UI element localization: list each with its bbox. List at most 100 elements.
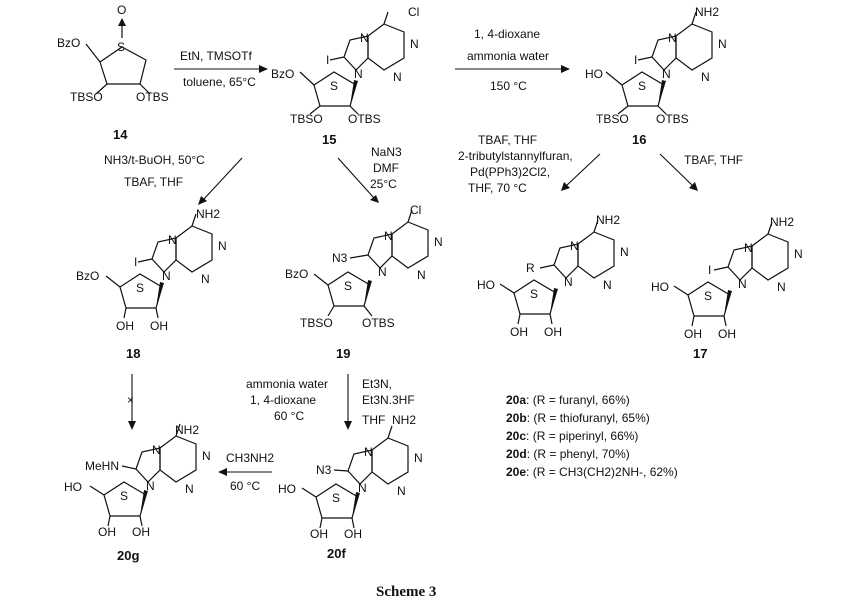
- condition-text: 25°C: [370, 177, 397, 191]
- n7-atom: N: [668, 31, 677, 45]
- n1-atom: N: [218, 239, 227, 253]
- azido-group: N3: [332, 251, 348, 265]
- n9-atom: N: [738, 277, 747, 291]
- arrow-19-to-20f: ammonia water 1, 4-dioxane 60 °C Et3N, E…: [246, 374, 415, 430]
- ho-label: HO: [651, 280, 669, 294]
- n1-atom: N: [414, 451, 423, 465]
- n1-atom: N: [202, 449, 211, 463]
- r-substituent: R: [526, 261, 535, 275]
- azido-group: N3: [316, 463, 332, 477]
- condition-text: NH3/t-BuOH, 50°C: [104, 153, 205, 167]
- n3-atom: N: [417, 268, 426, 282]
- compound-14: O S BzO TBSO OTBS 14: [57, 3, 169, 142]
- amino-group: NH2: [175, 423, 199, 437]
- chloro-atom: Cl: [408, 5, 419, 19]
- condition-text: 60 °C: [274, 409, 304, 423]
- derivative-entry: 20c: (R = piperinyl, 66%): [506, 429, 638, 443]
- sulfur-atom: S: [120, 489, 128, 503]
- blocked-arrow-18-to-20g: ×: [127, 374, 136, 430]
- compound-16: NH2 N N N N I S HO TBSO OTBS 16: [585, 5, 727, 147]
- n3-atom: N: [701, 70, 710, 84]
- amino-group: NH2: [770, 215, 794, 229]
- n3-atom: N: [201, 272, 210, 286]
- sulfur-atom: S: [330, 79, 338, 93]
- derivative-description: : (R = thiofuranyl, 65%): [527, 411, 650, 425]
- arrow-15-to-16: 1, 4-dioxane ammonia water 150 °C: [455, 27, 570, 93]
- derivative-description: : (R = furanyl, 66%): [526, 393, 630, 407]
- blocked-mark: ×: [127, 393, 134, 407]
- amino-group: NH2: [196, 207, 220, 221]
- n3-atom: N: [397, 484, 406, 498]
- otbs-label: OTBS: [136, 90, 169, 104]
- ho-label: HO: [477, 278, 495, 292]
- tbso-label: TBSO: [300, 316, 333, 330]
- n1-atom: N: [794, 247, 803, 261]
- n9-atom: N: [162, 269, 171, 283]
- compound-number: 15: [322, 132, 336, 147]
- scheme-caption: Scheme 3: [376, 584, 436, 600]
- iodo-atom: I: [134, 255, 137, 269]
- arrow-16-to-20a-e: TBAF, THF 2-tributylstannylfuran, Pd(PPh…: [458, 133, 601, 195]
- sulfur-atom: S: [704, 289, 712, 303]
- n3-atom: N: [603, 278, 612, 292]
- amino-group: NH2: [392, 413, 416, 427]
- n7-atom: N: [360, 31, 369, 45]
- sulfur-atom: S: [530, 287, 538, 301]
- derivative-description: : (R = CH3(CH2)2NH-, 62%): [526, 465, 678, 479]
- n7-atom: N: [168, 233, 177, 247]
- condition-text: Et3N,: [362, 377, 392, 391]
- condition-text: CH3NH2: [226, 451, 274, 465]
- condition-text: ammonia water: [467, 49, 549, 63]
- condition-text: TBAF, THF: [124, 175, 183, 189]
- derivative-entry: 20d: (R = phenyl, 70%): [506, 447, 630, 461]
- iodo-atom: I: [326, 53, 329, 67]
- condition-text: Et3N.3HF: [362, 393, 415, 407]
- condition-text: 2-tributylstannylfuran,: [458, 149, 573, 163]
- oh-label: OH: [116, 319, 134, 333]
- condition-text: 1, 4-dioxane: [474, 27, 540, 41]
- oh-label: OH: [718, 327, 736, 341]
- sulfur-atom: S: [638, 79, 646, 93]
- condition-text: TBAF, THF: [478, 133, 537, 147]
- iodo-atom: I: [634, 53, 637, 67]
- n7-atom: N: [744, 241, 753, 255]
- arrow-14-to-15: EtN, TMSOTf toluene, 65°C: [174, 49, 268, 89]
- oh-label: OH: [132, 525, 150, 539]
- otbs-label: OTBS: [362, 316, 395, 330]
- n1-atom: N: [410, 37, 419, 51]
- n1-atom: N: [434, 235, 443, 249]
- condition-text: TBAF, THF: [684, 153, 743, 167]
- n1-atom: N: [620, 245, 629, 259]
- condition-text: 60 °C: [230, 479, 260, 493]
- amino-group: NH2: [596, 213, 620, 227]
- compound-number: 20g: [117, 548, 139, 563]
- compound-number: 20f: [327, 546, 346, 561]
- derivative-id: 20b: [506, 411, 527, 425]
- compound-number: 17: [693, 346, 707, 361]
- compound-20f: NH2 N N N N N3 S HO OH OH 20f: [278, 413, 423, 561]
- iodo-atom: I: [708, 263, 711, 277]
- n9-atom: N: [354, 67, 363, 81]
- sulfoxide-oxygen: O: [117, 3, 126, 17]
- ho-label: HO: [64, 480, 82, 494]
- compound-number: 18: [126, 346, 140, 361]
- derivative-entry: 20b: (R = thiofuranyl, 65%): [506, 411, 650, 425]
- condition-text: EtN, TMSOTf: [180, 49, 252, 63]
- amino-group: NH2: [695, 5, 719, 19]
- n3-atom: N: [185, 482, 194, 496]
- n1-atom: N: [718, 37, 727, 51]
- arrow-16-to-17: TBAF, THF: [659, 153, 743, 191]
- otbs-label: OTBS: [348, 112, 381, 126]
- bzo-label: BzO: [57, 36, 80, 50]
- derivative-entry: 20e: (R = CH3(CH2)2NH-, 62%): [506, 465, 678, 479]
- oh-label: OH: [310, 527, 328, 541]
- compound-17: NH2 N N N N I S HO OH OH 17: [651, 215, 803, 361]
- condition-text: Pd(PPh3)2Cl2,: [470, 165, 550, 179]
- oh-label: OH: [510, 325, 528, 339]
- compound-19: Cl N N N N N3 S BzO TBSO OTBS 19: [285, 203, 443, 361]
- compound-20g: NH2 N N N N MeHN S HO OH OH 20g: [64, 423, 211, 563]
- n7-atom: N: [152, 443, 161, 457]
- condition-text: toluene, 65°C: [183, 75, 256, 89]
- ho-label: HO: [278, 482, 296, 496]
